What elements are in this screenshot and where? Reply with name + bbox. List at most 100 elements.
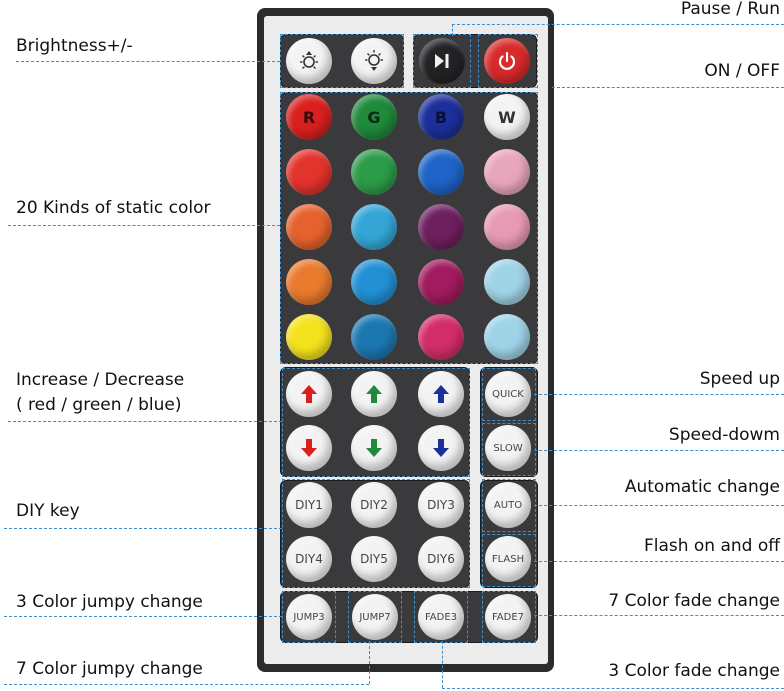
color-button[interactable] [351,149,397,195]
arrow-down-icon [433,439,449,457]
arrow-down-icon [366,439,382,457]
sun-down-icon [365,50,383,71]
static-color-label: 20 Kinds of static color [16,198,211,218]
blue-up-button[interactable] [418,371,464,417]
speed-down-leader [534,450,784,451]
inc-dec-sub-label: ( red / green / blue) [16,395,182,415]
arrow-up-icon [301,385,317,403]
diy5-button[interactable]: DIY5 [351,536,397,582]
power-button[interactable] [484,38,530,84]
green-down-button[interactable] [351,425,397,471]
color-button[interactable] [484,204,530,250]
green-up-button[interactable] [351,371,397,417]
red-up-button[interactable] [286,371,332,417]
auto-change-leader [534,505,784,506]
diy4-button[interactable]: DIY4 [286,536,332,582]
white-button[interactable]: W [484,94,530,140]
color-button[interactable] [484,149,530,195]
color-button[interactable] [351,204,397,250]
jump7-leader [4,684,369,685]
fade3-button[interactable]: FADE3 [418,594,464,640]
fade3-outline [414,591,468,643]
on-off-leader [552,87,784,88]
color-grid-outline [280,92,538,364]
color-button[interactable] [418,204,464,250]
jump7-outline [348,591,402,643]
fade7-label: 7 Color fade change [608,591,780,611]
power-icon [498,51,516,70]
color-button[interactable] [286,314,332,360]
red-button[interactable]: R [286,94,332,140]
pause-run-leader-vertical [452,24,453,36]
arrow-up-icon [433,385,449,403]
quick-button[interactable]: QUICK [485,371,531,417]
diy-key-leader [4,528,282,529]
play-pause-icon [435,54,449,68]
inc-dec-leader [8,421,282,422]
pause-run-label: Pause / Run [680,0,780,19]
inc-dec-label: Increase / Decrease [16,370,185,390]
speed-up-leader [534,394,784,395]
auto-change-label: Automatic change [624,477,780,497]
red-down-button[interactable] [286,425,332,471]
brightness-label: Brightness+/- [16,36,133,56]
fade7-button[interactable]: FADE7 [485,594,531,640]
brightness-leader [16,61,280,62]
fade3-leader [442,688,784,689]
jump3-outline [282,591,336,643]
brightness-down-button[interactable] [351,38,397,84]
green-button[interactable]: G [351,94,397,140]
diy3-button[interactable]: DIY3 [418,482,464,528]
blue-button[interactable]: B [418,94,464,140]
color-button[interactable] [286,149,332,195]
color-button[interactable] [484,314,530,360]
fade3-leader-vertical [442,641,443,688]
auto-button[interactable]: AUTO [485,482,531,528]
jump7-leader-vertical [369,641,370,684]
diy-key-label: DIY key [16,501,80,521]
color-button[interactable] [351,314,397,360]
flash-label: Flash on and off [643,536,780,556]
quick-outline [482,368,536,421]
diy1-button[interactable]: DIY1 [286,482,332,528]
color-button[interactable] [484,259,530,305]
jump3-button[interactable]: JUMP3 [286,594,332,640]
color-button[interactable] [351,259,397,305]
diy6-button[interactable]: DIY6 [418,536,464,582]
brightness-outline [280,34,404,88]
jump3-leader [4,616,282,617]
blue-down-button[interactable] [418,425,464,471]
jump3-label: 3 Color jumpy change [16,592,203,612]
sun-up-icon [300,51,318,69]
on-off-label: ON / OFF [704,61,780,81]
flash-leader [534,561,784,562]
static-color-leader [8,225,280,226]
jump7-label: 7 Color jumpy change [16,659,203,679]
color-button[interactable] [418,149,464,195]
slow-button[interactable]: SLOW [485,425,531,471]
arrow-down-icon [301,439,317,457]
fade3-label: 3 Color fade change [608,661,780,681]
color-button[interactable] [286,204,332,250]
speed-down-label: Speed-dowm [668,425,780,445]
power-outline [478,34,538,88]
diy2-button[interactable]: DIY2 [351,482,397,528]
pause-run-leader [452,24,784,25]
pause-outline [413,34,471,88]
flash-button[interactable]: FLASH [485,536,531,582]
fade7-outline [482,591,536,643]
arrow-outline [282,368,470,477]
arrow-up-icon [366,385,382,403]
flash-outline [482,534,536,587]
color-button[interactable] [418,259,464,305]
speed-up-label: Speed up [699,369,780,389]
color-button[interactable] [286,259,332,305]
brightness-up-button[interactable] [286,38,332,84]
fade7-leader [534,615,784,616]
slow-outline [482,423,536,476]
color-button[interactable] [418,314,464,360]
diy-outline [282,479,470,588]
pause-run-button[interactable] [419,38,465,84]
jump7-button[interactable]: JUMP7 [352,594,398,640]
auto-outline [482,479,536,532]
